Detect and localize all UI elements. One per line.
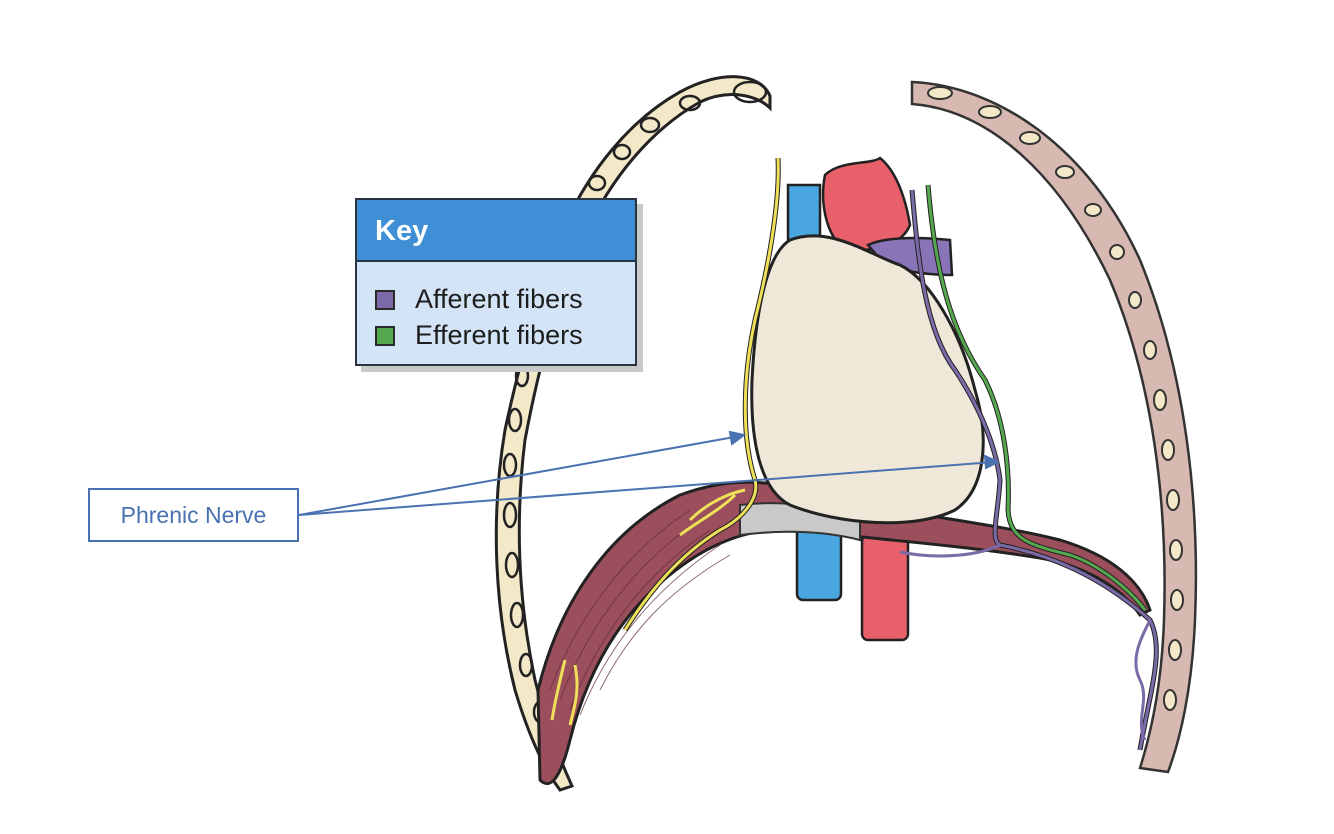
- aorta: [821, 156, 912, 642]
- right-rib: [910, 80, 1198, 774]
- legend-item-afferent: Afferent fibers: [375, 284, 583, 315]
- diaphragm: [536, 480, 1152, 786]
- legend-item-efferent: Efferent fibers: [375, 320, 583, 351]
- afferent-swatch: [375, 289, 395, 310]
- left-rib: [494, 75, 772, 792]
- heart: [750, 234, 985, 525]
- phrenic-nerve-callout: Phrenic Nerve: [88, 488, 299, 542]
- efferent-swatch: [375, 325, 395, 346]
- legend-label-efferent: Efferent fibers: [415, 320, 583, 350]
- legend-title: Key: [357, 200, 635, 262]
- callout-label: Phrenic Nerve: [120, 501, 267, 528]
- callout-leader-lines: [298, 430, 1001, 516]
- legend-key: Key Afferent fibers Efferent fibers: [355, 198, 637, 366]
- legend-label-afferent: Afferent fibers: [415, 284, 583, 314]
